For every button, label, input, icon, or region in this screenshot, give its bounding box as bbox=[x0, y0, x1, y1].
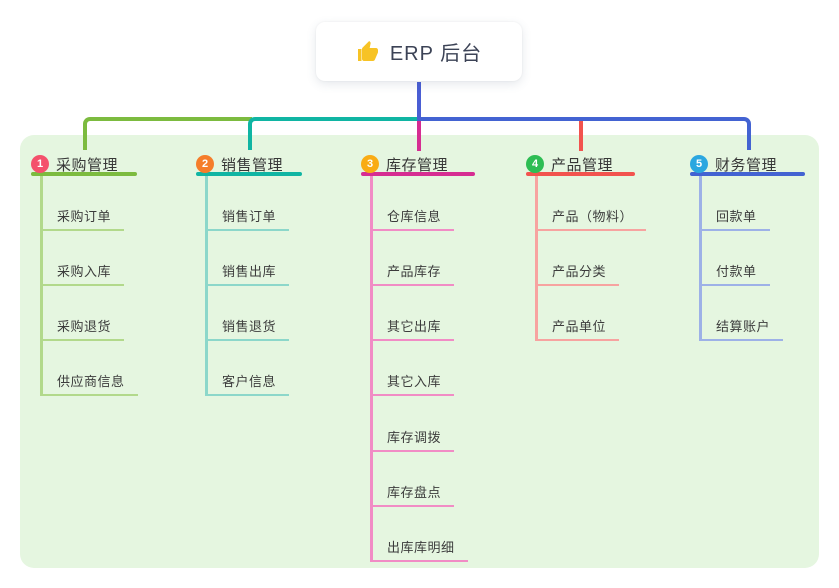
child-item-付款单[interactable]: 付款单 bbox=[699, 260, 770, 286]
branch-label: 产品管理 bbox=[551, 156, 614, 174]
branch-label: 采购管理 bbox=[56, 156, 119, 174]
child-spine bbox=[370, 176, 373, 563]
branch-label: 库存管理 bbox=[386, 156, 449, 174]
branch-underline bbox=[196, 172, 302, 176]
child-spine bbox=[699, 176, 702, 342]
child-label: 结算账户 bbox=[716, 319, 771, 335]
child-item-产品（物料）[interactable]: 产品（物料） bbox=[535, 205, 647, 231]
thumbs-up-icon bbox=[357, 40, 378, 61]
child-item-客户信息[interactable]: 客户信息 bbox=[205, 370, 290, 397]
child-label: 其它出库 bbox=[387, 319, 442, 335]
child-item-采购退货[interactable]: 采购退货 bbox=[40, 315, 125, 342]
connector-drop-product bbox=[579, 121, 583, 151]
connector-elbow-finance bbox=[417, 117, 751, 150]
branch-header-采购管理[interactable]: 1 采购管理 bbox=[19, 151, 118, 177]
child-label: 付款单 bbox=[716, 263, 757, 279]
branch-header-销售管理[interactable]: 2 销售管理 bbox=[184, 151, 283, 177]
branch-header-产品管理[interactable]: 4 产品管理 bbox=[514, 151, 613, 177]
child-label: 产品分类 bbox=[552, 263, 607, 279]
connector-elbow-sales bbox=[248, 117, 419, 150]
connector-drop-inventory bbox=[417, 121, 421, 151]
child-item-销售出库[interactable]: 销售出库 bbox=[205, 260, 290, 286]
child-item-产品分类[interactable]: 产品分类 bbox=[535, 260, 620, 286]
root-stem-line bbox=[417, 82, 421, 119]
child-item-回款单[interactable]: 回款单 bbox=[699, 205, 770, 231]
root-node[interactable]: ERP 后台 bbox=[316, 22, 522, 81]
child-label: 采购退货 bbox=[57, 319, 112, 335]
child-item-仓库信息[interactable]: 仓库信息 bbox=[370, 205, 455, 231]
connector-elbow-purchase bbox=[83, 117, 252, 150]
child-spine bbox=[205, 176, 208, 397]
branch-header-财务管理[interactable]: 5 财务管理 bbox=[678, 151, 777, 177]
branch-label: 销售管理 bbox=[221, 156, 284, 174]
branch-underline bbox=[690, 172, 805, 176]
child-item-其它出库[interactable]: 其它出库 bbox=[370, 315, 455, 342]
root-title: ERP 后台 bbox=[389, 43, 483, 65]
child-item-采购订单[interactable]: 采购订单 bbox=[40, 205, 125, 231]
branch-underline bbox=[361, 172, 475, 176]
child-label: 销售退货 bbox=[222, 319, 277, 335]
child-label: 仓库信息 bbox=[387, 208, 442, 224]
child-label: 库存调拨 bbox=[387, 429, 442, 445]
branch-badge: 2 bbox=[196, 155, 214, 173]
child-item-出库库明细[interactable]: 出库库明细 bbox=[370, 536, 468, 563]
child-item-库存调拨[interactable]: 库存调拨 bbox=[370, 426, 455, 452]
branch-badge: 3 bbox=[361, 155, 379, 173]
branch-badge: 1 bbox=[31, 155, 49, 173]
branch-badge: 5 bbox=[690, 155, 708, 173]
child-label: 产品库存 bbox=[387, 263, 442, 279]
child-item-库存盘点[interactable]: 库存盘点 bbox=[370, 481, 455, 507]
child-label: 采购入库 bbox=[57, 263, 112, 279]
child-item-供应商信息[interactable]: 供应商信息 bbox=[40, 370, 138, 397]
child-item-其它入库[interactable]: 其它入库 bbox=[370, 370, 455, 397]
child-spine bbox=[40, 176, 43, 397]
branches-panel bbox=[20, 135, 819, 568]
child-item-采购入库[interactable]: 采购入库 bbox=[40, 260, 125, 286]
child-label: 销售出库 bbox=[222, 263, 277, 279]
branch-header-库存管理[interactable]: 3 库存管理 bbox=[349, 151, 448, 177]
child-item-产品单位[interactable]: 产品单位 bbox=[535, 315, 620, 342]
child-label: 库存盘点 bbox=[387, 485, 442, 500]
child-item-产品库存[interactable]: 产品库存 bbox=[370, 260, 455, 286]
child-label: 销售订单 bbox=[222, 208, 277, 224]
child-label: 回款单 bbox=[716, 208, 757, 224]
branch-underline bbox=[526, 172, 635, 176]
branch-underline bbox=[31, 172, 137, 176]
child-item-销售退货[interactable]: 销售退货 bbox=[205, 315, 290, 342]
child-spine bbox=[535, 176, 538, 342]
child-item-结算账户[interactable]: 结算账户 bbox=[699, 315, 784, 342]
branch-label: 财务管理 bbox=[715, 156, 778, 174]
child-label: 供应商信息 bbox=[57, 374, 125, 390]
branch-badge: 4 bbox=[526, 155, 544, 173]
child-label: 产品单位 bbox=[552, 319, 607, 335]
child-label: 客户信息 bbox=[222, 374, 277, 390]
child-item-销售订单[interactable]: 销售订单 bbox=[205, 205, 290, 231]
child-label: 出库库明细 bbox=[387, 540, 455, 556]
child-label: 产品（物料） bbox=[552, 208, 634, 224]
child-label: 其它入库 bbox=[387, 374, 442, 390]
child-label: 采购订单 bbox=[57, 208, 112, 224]
